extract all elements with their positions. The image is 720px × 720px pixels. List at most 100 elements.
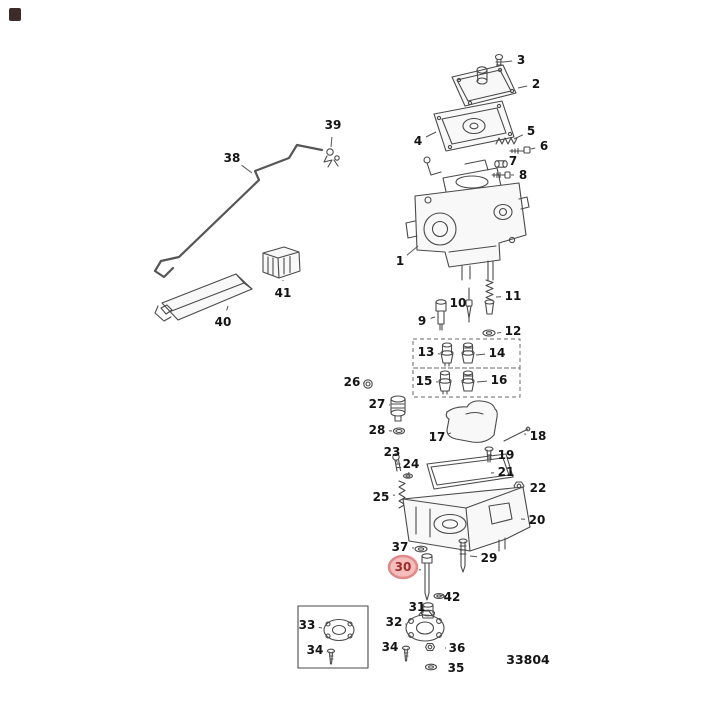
part-2-top-cover-icon [451,64,517,107]
part-39-clip-icon [323,148,340,168]
callout-label-24[interactable]: 24 [403,457,420,471]
part-33-flange-icon [323,618,355,642]
callout-label-25[interactable]: 25 [373,490,390,504]
inset-box [297,605,369,669]
leader-line-5 [513,134,524,140]
part-13-jet-icon [440,342,454,367]
part-17-float-icon [445,400,498,443]
callout-label-40[interactable]: 40 [215,315,232,329]
part-15-jet-icon [438,370,452,395]
leader-line-16 [476,380,488,383]
part-29-bolt-icon [458,538,468,573]
callout-label-23[interactable]: 23 [384,445,401,459]
leader-line-9 [430,316,436,319]
callout-label-31[interactable]: 31 [409,600,426,614]
leader-line-1 [406,245,419,256]
highlight-ellipse [387,554,419,580]
leader-line-39 [330,136,333,148]
callout-label-26[interactable]: 26 [344,375,361,389]
callout-label-3[interactable]: 3 [517,53,525,67]
part-20-float-bowl-icon [402,486,531,552]
callout-label-4[interactable]: 4 [414,134,422,148]
callout-label-5[interactable]: 5 [527,124,535,138]
callout-label-35[interactable]: 35 [448,661,465,675]
part-25-spring-icon [398,480,406,509]
callout-label-11[interactable]: 11 [505,289,522,303]
part-26-oring-icon [363,379,373,389]
part-11-spring-screw-icon [484,279,495,315]
callout-label-39[interactable]: 39 [325,118,342,132]
callout-label-19[interactable]: 19 [498,448,515,462]
callout-label-21[interactable]: 21 [498,465,515,479]
leader-line-17 [448,432,452,435]
callout-label-29[interactable]: 29 [481,551,498,565]
part-30-drain-screw-icon [421,553,433,601]
part-38-link-rod-icon [153,143,324,279]
callout-label-30[interactable]: 30 [395,560,412,574]
callout-label-17[interactable]: 17 [429,430,446,444]
callout-label-32[interactable]: 32 [386,615,403,629]
callout-label-34a[interactable]: 34 [307,643,324,657]
leader-line-2 [517,85,528,89]
part-28-oring-icon [392,427,406,435]
part-12-washer-icon [482,329,496,337]
callout-label-27[interactable]: 27 [369,397,386,411]
part-37-washer-icon [414,545,428,553]
part-18-pin-icon [503,426,531,442]
callout-label-22[interactable]: 22 [530,481,547,495]
callout-label-42[interactable]: 42 [444,590,461,604]
leader-line-12 [496,332,502,334]
callout-label-12[interactable]: 12 [505,324,522,338]
part-3-screw-icon [494,53,504,69]
part-4-diaphragm-plate-icon [433,100,515,152]
leader-line-4 [425,131,437,138]
part-36-nut-icon [424,642,436,652]
part-9-jet-icon [435,299,447,331]
callout-label-6[interactable]: 6 [540,139,548,153]
callout-label-7[interactable]: 7 [509,154,517,168]
callout-label-34b[interactable]: 34 [382,640,399,654]
corner-mark [9,8,21,21]
leader-line-38 [241,164,253,174]
part-32-pump-body-icon [405,610,445,642]
leader-line-23 [395,459,398,463]
leader-line-24 [407,471,410,476]
callout-label-36[interactable]: 36 [449,641,466,655]
callout-label-8[interactable]: 8 [519,168,527,182]
part-21-gasket-icon [426,453,514,490]
callout-label-16[interactable]: 16 [491,373,508,387]
part-34-screw-left-icon [326,648,336,665]
callout-label-20[interactable]: 20 [529,513,546,527]
callout-label-13[interactable]: 13 [418,345,435,359]
leader-line-40 [226,305,229,311]
callout-label-38[interactable]: 38 [224,151,241,165]
part-5-spring-icon [495,137,518,145]
callout-label-28[interactable]: 28 [369,423,386,437]
leader-line-33 [318,626,323,629]
part-6-screw-icon [509,146,531,155]
leader-line-10 [466,305,470,308]
callout-label-33[interactable]: 33 [299,618,316,632]
callout-label-18[interactable]: 18 [530,429,547,443]
callout-label-9[interactable]: 9 [418,314,426,328]
leader-line-3 [502,60,513,63]
leader-line-42 [440,594,446,597]
jet-kit-box-lower [412,367,521,398]
part-7-sleeve-icon [494,160,508,168]
callout-label-15[interactable]: 15 [416,374,433,388]
callout-label-1[interactable]: 1 [396,254,404,268]
part-41-block-icon [262,246,301,279]
callout-label-37[interactable]: 37 [392,540,409,554]
part-34-screw-right-icon [401,645,411,662]
part-27-plunger-icon [390,395,406,422]
callout-label-14[interactable]: 14 [489,346,506,360]
callout-label-10[interactable]: 10 [450,296,467,310]
leader-line-14 [475,353,486,356]
part-8-screw-icon [491,171,511,179]
callout-label-41[interactable]: 41 [275,286,292,300]
callout-label-2[interactable]: 2 [532,77,540,91]
part-16-jet-icon [461,370,475,392]
